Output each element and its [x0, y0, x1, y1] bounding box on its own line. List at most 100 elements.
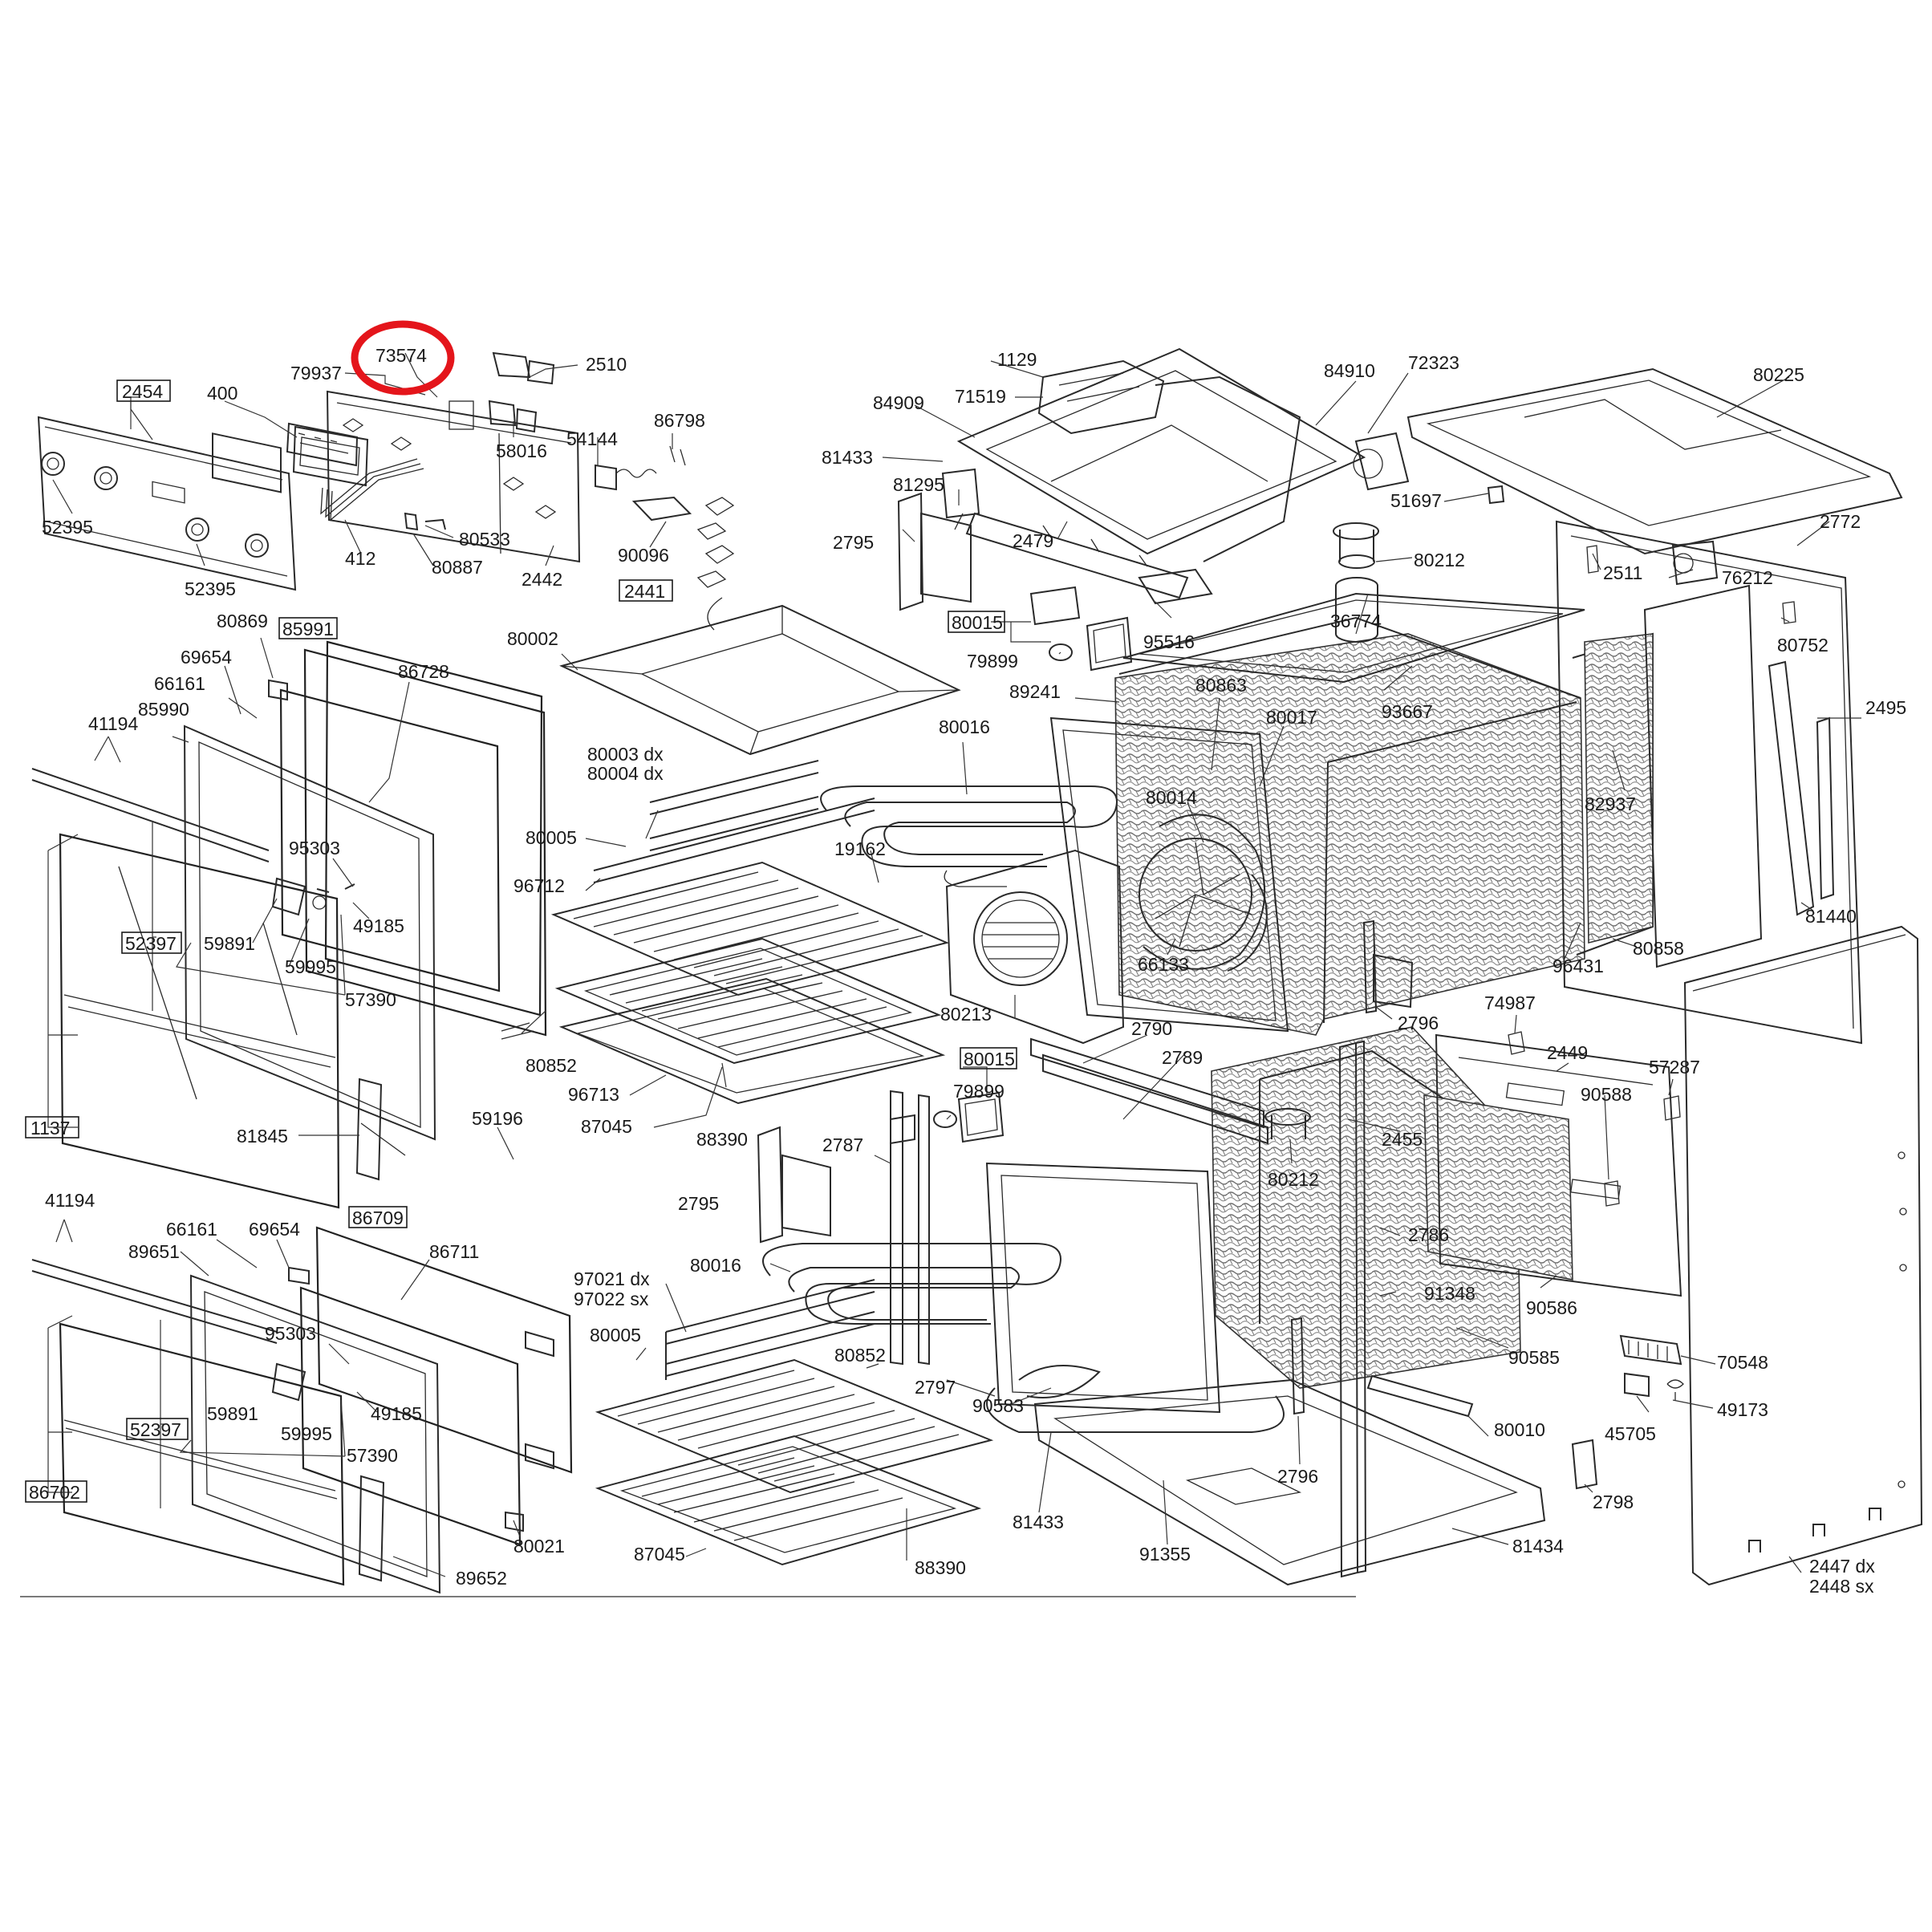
label-59891-a: 59891 [204, 933, 255, 954]
label-95303-b: 95303 [265, 1323, 316, 1344]
label-90588: 90588 [1581, 1084, 1632, 1105]
label-97021: 97021 dx [574, 1268, 650, 1289]
label-86798: 86798 [654, 410, 705, 431]
label-73574: 73574 [375, 345, 427, 366]
label-86711: 86711 [429, 1241, 479, 1262]
label-80021: 80021 [513, 1536, 565, 1557]
label-1129: 1129 [997, 349, 1037, 370]
label-87045-b: 87045 [634, 1544, 685, 1565]
label-49173: 49173 [1717, 1399, 1768, 1420]
label-2790: 2790 [1131, 1018, 1172, 1039]
label-80005-b: 80005 [590, 1325, 641, 1346]
label-79899-b: 79899 [953, 1081, 1005, 1102]
label-59891-b: 59891 [207, 1403, 258, 1424]
label-51697: 51697 [1390, 490, 1442, 511]
label-96713: 96713 [568, 1084, 619, 1105]
label-57390-b: 57390 [347, 1445, 398, 1466]
label-80015-b: 80015 [964, 1049, 1015, 1070]
top-panel [1406, 367, 1903, 555]
label-2795-b: 2795 [678, 1193, 719, 1214]
label-58016: 58016 [496, 440, 547, 461]
label-96431: 96431 [1552, 956, 1604, 976]
display-module [292, 425, 369, 487]
label-57390-a: 57390 [345, 989, 396, 1010]
label-57287: 57287 [1649, 1057, 1700, 1078]
label-91355: 91355 [1139, 1544, 1191, 1565]
parts-artwork [20, 347, 1923, 1597]
top-frame [956, 347, 1410, 599]
label-97022: 97022 sx [574, 1289, 649, 1309]
control-panel [37, 416, 297, 591]
left-brackets [757, 468, 980, 1244]
label-2454: 2454 [122, 381, 163, 402]
label-80852-a: 80852 [526, 1055, 577, 1076]
label-81440: 81440 [1805, 906, 1857, 927]
label-2511: 2511 [1603, 562, 1642, 583]
connector-parts [488, 351, 555, 433]
label-93667: 93667 [1382, 701, 1433, 722]
label-2495: 2495 [1865, 697, 1906, 718]
rear-panel-bracket [326, 390, 581, 563]
label-89651: 89651 [128, 1241, 180, 1262]
label-49185-b: 49185 [371, 1403, 422, 1424]
label-80212-b: 80212 [1268, 1169, 1319, 1190]
label-2441: 2441 [624, 581, 665, 602]
label-2449: 2449 [1547, 1042, 1588, 1063]
label-80887: 80887 [432, 557, 483, 578]
label-72323: 72323 [1408, 352, 1459, 373]
label-80858: 80858 [1633, 938, 1684, 959]
clip-parts [404, 512, 446, 531]
label-400: 400 [207, 383, 237, 404]
label-80752: 80752 [1777, 635, 1828, 656]
label-2797: 2797 [915, 1377, 956, 1398]
label-88390-b: 88390 [915, 1557, 966, 1578]
label-66161-b: 66161 [166, 1219, 217, 1240]
label-71519: 71519 [955, 386, 1006, 407]
label-2442: 2442 [522, 569, 562, 590]
part-labels: 2454 400 79937 73574 2510 58016 54144 86… [25, 345, 1906, 1597]
label-80014: 80014 [1146, 787, 1197, 808]
label-90583: 90583 [972, 1395, 1024, 1416]
label-69654-b: 69654 [249, 1219, 300, 1240]
label-49185-a: 49185 [353, 915, 404, 936]
electronic-board [286, 422, 359, 467]
flat-cable [320, 458, 424, 522]
label-95303-a: 95303 [289, 838, 340, 858]
label-2795-a: 2795 [833, 532, 874, 553]
label-41194-a: 41194 [88, 713, 138, 734]
label-96712: 96712 [513, 875, 565, 896]
label-91348: 91348 [1424, 1283, 1475, 1304]
label-74987: 74987 [1484, 992, 1536, 1013]
label-69654-a: 69654 [181, 647, 232, 668]
label-81434: 81434 [1512, 1536, 1564, 1557]
label-95516: 95516 [1143, 631, 1195, 652]
label-2789: 2789 [1162, 1047, 1203, 1068]
label-80016-b: 80016 [690, 1255, 741, 1276]
leader-lines [47, 352, 1861, 1577]
label-80016-a: 80016 [939, 716, 990, 737]
upper-racks [550, 604, 961, 1105]
label-90586: 90586 [1526, 1297, 1577, 1318]
label-88390-a: 88390 [696, 1129, 748, 1150]
label-80004: 80004 dx [587, 763, 664, 784]
label-2479: 2479 [1013, 530, 1053, 551]
label-2510: 2510 [586, 354, 627, 375]
label-82937: 82937 [1585, 794, 1636, 814]
label-54144: 54144 [566, 428, 618, 449]
label-81845: 81845 [237, 1126, 288, 1147]
lower-door [31, 1226, 573, 1594]
label-81433-a: 81433 [822, 447, 873, 468]
label-85990: 85990 [138, 699, 189, 720]
label-2796-a: 2796 [1398, 1013, 1439, 1033]
label-76212: 76212 [1722, 567, 1773, 588]
label-66161-a: 66161 [154, 673, 205, 694]
label-80015-a: 80015 [952, 612, 1003, 633]
label-2798: 2798 [1593, 1492, 1634, 1512]
label-1137: 1137 [30, 1118, 70, 1138]
label-59196: 59196 [472, 1108, 523, 1129]
label-70548: 70548 [1717, 1352, 1768, 1373]
highlight-circle [351, 320, 455, 396]
label-2786: 2786 [1408, 1224, 1449, 1245]
label-19162: 19162 [834, 838, 886, 859]
